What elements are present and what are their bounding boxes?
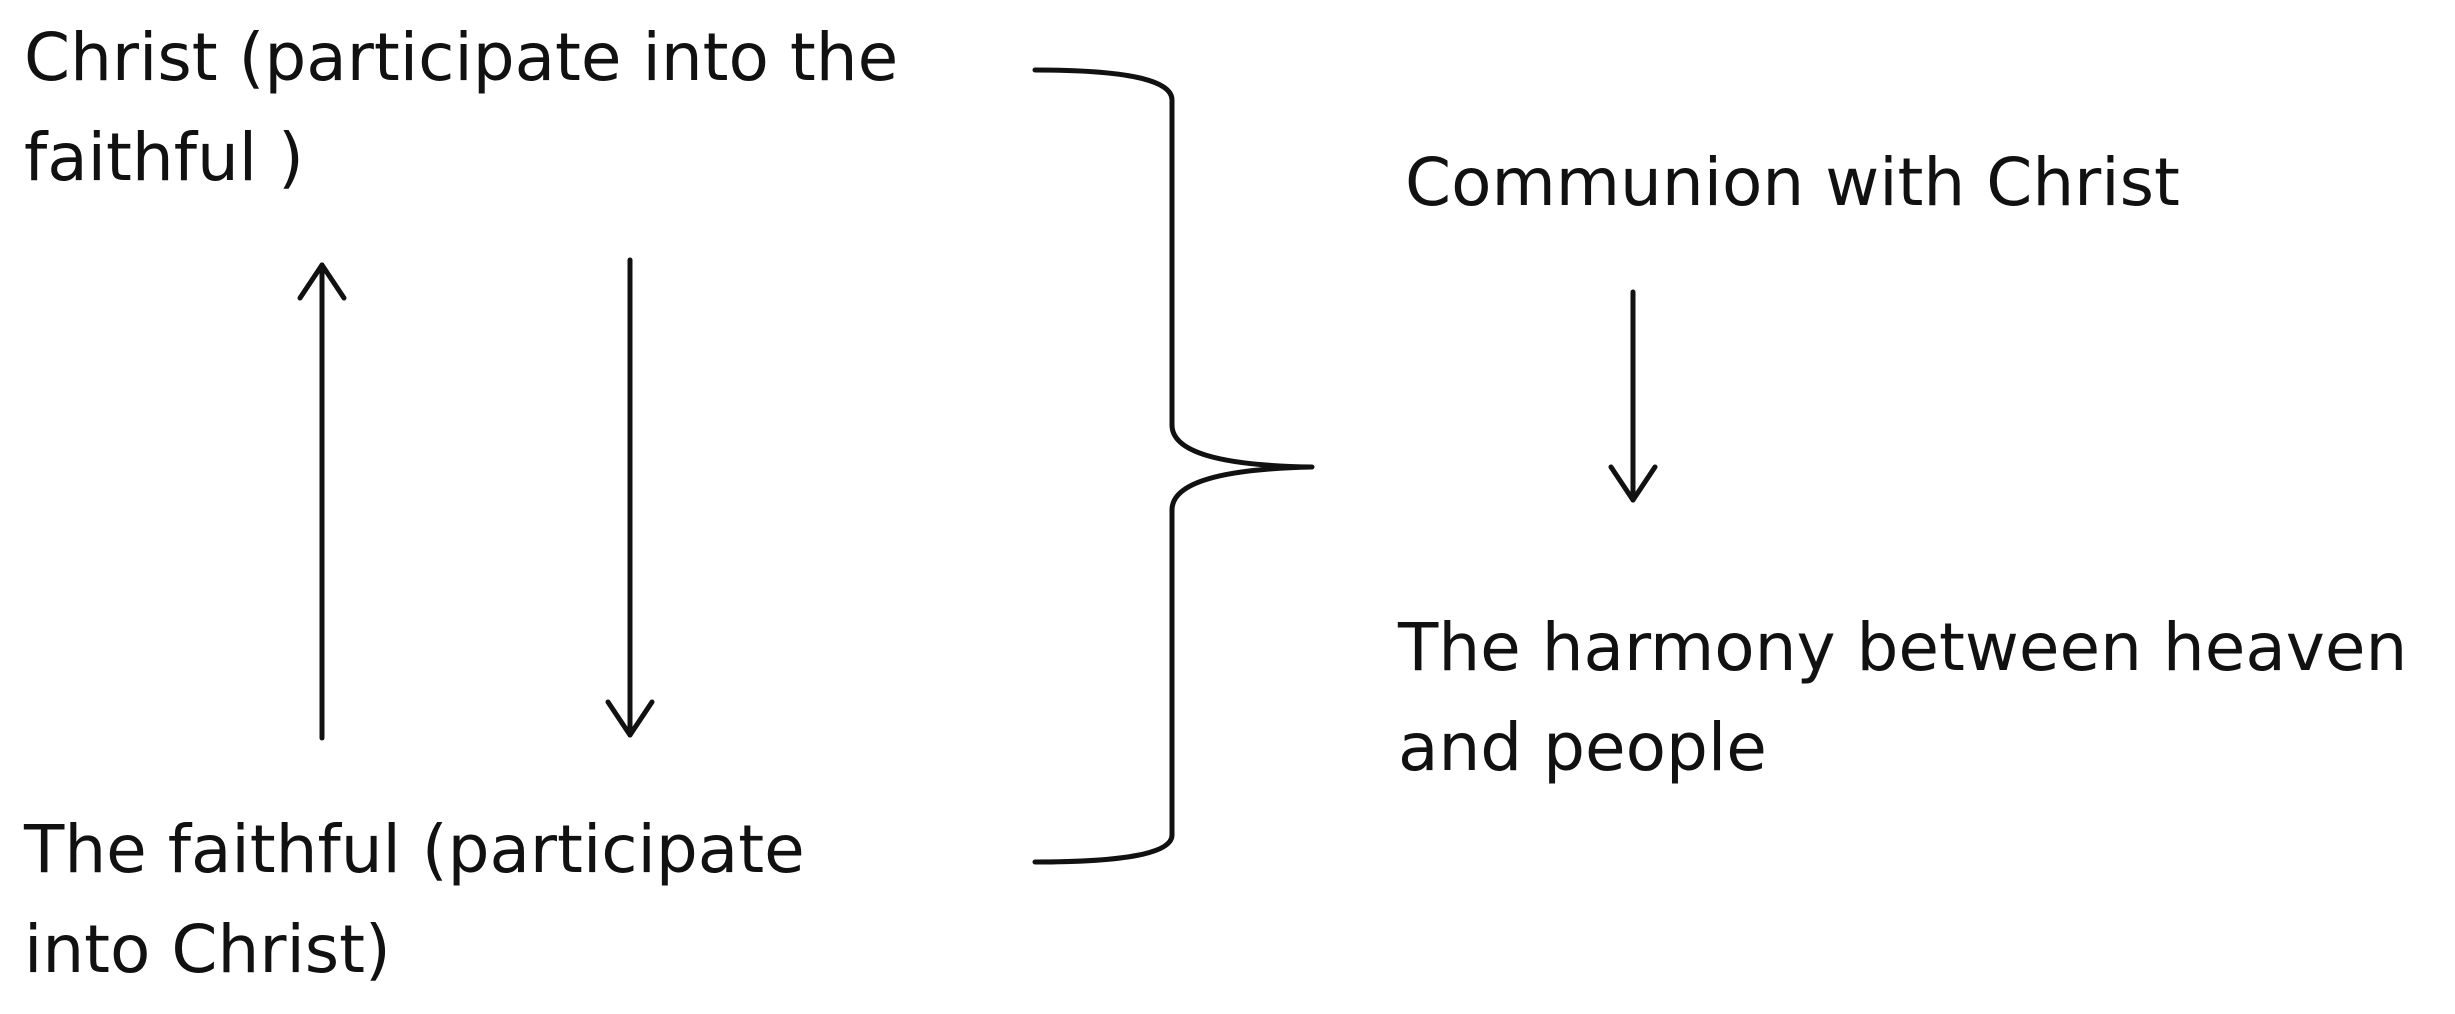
harmony-node: The harmony between heaven and people [1398,598,2407,798]
arrow-down-christ-to-faithful [605,257,655,738]
communion-node: Communion with Christ [1405,133,2180,233]
faithful-node: The faithful (participate into Christ) [24,800,805,1000]
harmony-node-line2: and people [1398,709,1767,786]
harmony-node-line1: The harmony between heaven [1398,609,2408,686]
communion-node-text: Communion with Christ [1405,144,2180,221]
faithful-node-line2: into Christ) [24,911,391,988]
christ-node-line2: faithful ) [24,119,304,196]
arrow-up-faithful-to-christ [297,262,347,741]
faithful-node-line1: The faithful (participate [24,811,805,888]
christ-node: Christ (participate into the faithful ) [24,8,898,208]
christ-node-line1: Christ (participate into the [24,19,899,96]
grouping-brace [1032,67,1315,865]
arrow-down-communion-to-harmony [1608,289,1658,503]
